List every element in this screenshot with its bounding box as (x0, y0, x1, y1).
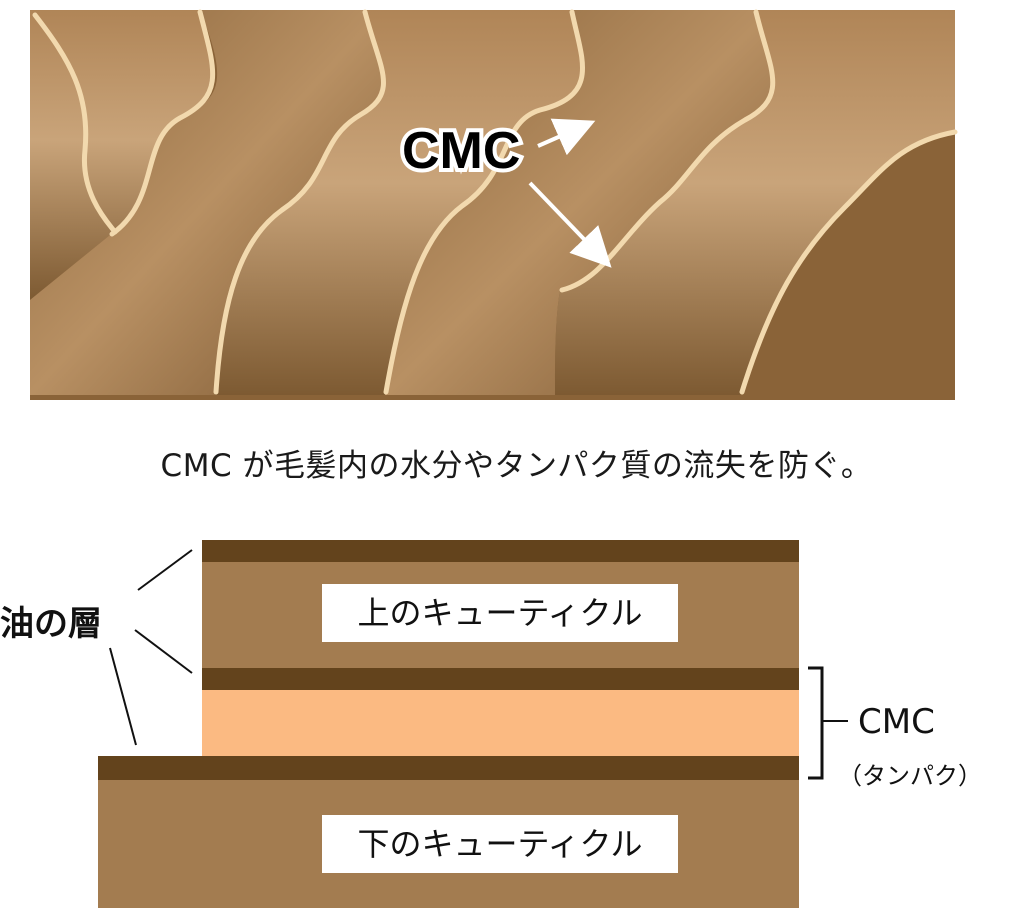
cuticle-scale-5 (555, 10, 955, 395)
cmc-protein-layer (202, 690, 799, 756)
illustration-caption: CMC が毛髪内の水分やタンパク質の流失を防ぐ。 (160, 448, 873, 484)
lower-oil-layer (98, 756, 799, 780)
cuticle-scale-4 (385, 10, 773, 395)
oil-layer-label: 油の層 (0, 604, 102, 644)
layer-cmc-label: CMC (858, 702, 935, 742)
cuticle-edge-5 (559, 9, 776, 293)
cmc-arrow-upper (537, 118, 596, 156)
hair-cuticle-illustration: CMC (30, 9, 958, 400)
upper-oil-layer-top (202, 540, 799, 562)
layer-cmc-sub-label: （タンパク） (838, 762, 982, 790)
cuticle-edge-4 (383, 9, 586, 395)
cuticle-scale-2 (30, 10, 384, 395)
upper-oil-layer-bottom (202, 668, 799, 690)
cuticle-scales (30, 10, 955, 395)
leader-line-upper-bottom (134, 629, 193, 674)
cuticle-edge-1 (32, 12, 118, 235)
leader-line-upper-top (137, 549, 193, 591)
cuticle-edge-6 (739, 129, 958, 395)
cuticle-edges (32, 9, 958, 395)
cmc-bracket (808, 666, 824, 780)
upper-cuticle-label: 上のキューティクル (322, 584, 678, 642)
lower-cuticle-label: 下のキューティクル (322, 815, 678, 873)
cuticle-edge-3 (213, 9, 386, 395)
hair-cmc-label: CMC (402, 122, 520, 180)
leader-line-lower (109, 647, 137, 746)
cmc-arrow-lower (528, 181, 612, 268)
cuticle-edge-2 (109, 9, 216, 237)
cuticle-scale-3 (215, 10, 582, 395)
oil-layer-leader-lines (109, 549, 193, 746)
cuticle-layer-diagram (98, 540, 848, 908)
cuticle-scale-6 (740, 130, 955, 395)
